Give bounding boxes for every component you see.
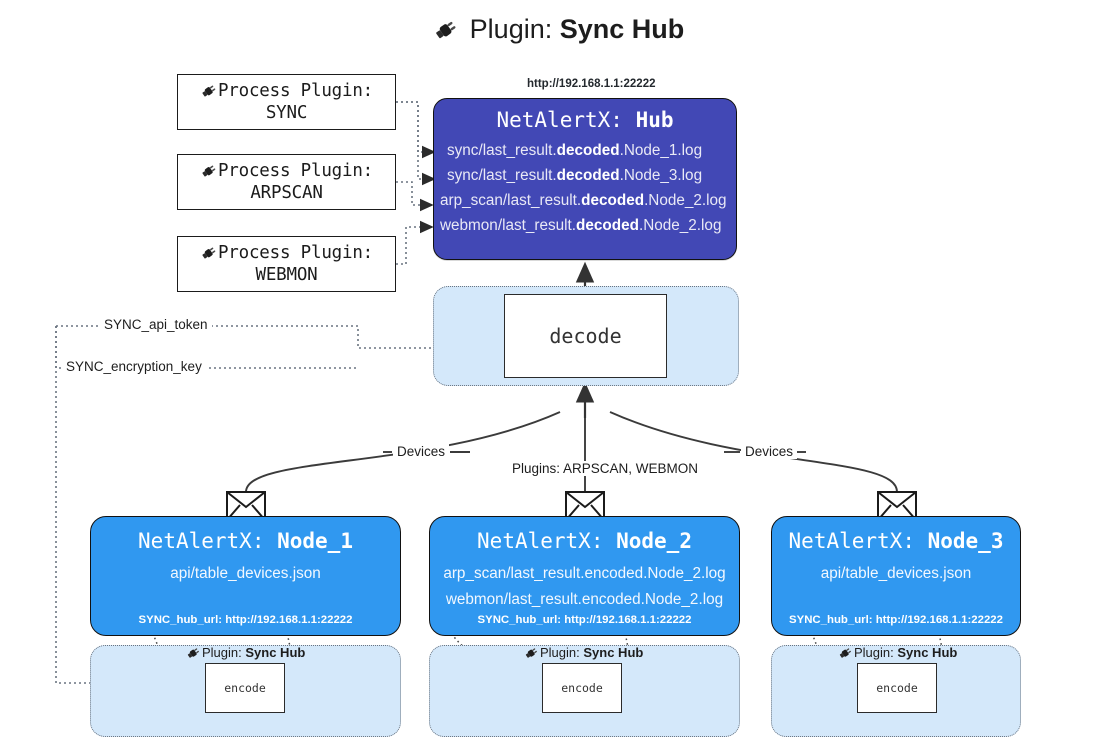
plugin-caption-prefix: Plugin:: [202, 645, 246, 660]
node-line: api/table_devices.json: [820, 565, 972, 582]
plug-icon: [433, 16, 466, 44]
process-plugin-name: SYNC: [265, 103, 308, 123]
log-pre: webmon/last_result.: [440, 216, 577, 234]
log-mid: decoded: [581, 191, 645, 209]
log-pre: sync/last_result.: [447, 166, 557, 184]
node-title: NetAlertX: Node_2: [430, 529, 739, 553]
log-post: .Node_3.log: [619, 166, 703, 184]
log-mid: decoded: [556, 142, 620, 159]
node-title: NetAlertX: Node_3: [772, 529, 1020, 553]
node-footer: SYNC_hub_url: http://192.168.1.1:22222: [789, 614, 1003, 626]
process-plugin-box-arpscan[interactable]: Process Plugin: ARPSCAN: [177, 154, 396, 210]
plug-icon: [524, 646, 539, 660]
process-plugin-name: WEBMON: [255, 265, 318, 285]
plugin-caption-node-3: Plugin: Sync Hub: [838, 645, 957, 660]
envelope-icon: [877, 491, 917, 526]
node-title-name: Node_2: [616, 529, 692, 553]
node-box-node-2[interactable]: NetAlertX: Node_2 arp_scan/last_result.e…: [429, 516, 740, 636]
process-plugin-label: Process Plugin:: [217, 242, 374, 263]
process-plugin-line1: Process Plugin:: [200, 80, 373, 102]
page-title: Plugin: Sync Hub: [0, 14, 1117, 45]
process-plugin-label: Process Plugin:: [217, 80, 374, 101]
node-line: arp_scan/last_result.encoded.Node_2.log: [443, 565, 726, 582]
process-plugin-box-webmon[interactable]: Process Plugin: WEBMON: [177, 236, 396, 292]
log-mid: decoded: [576, 216, 639, 234]
edge-label-devices-left: Devices: [393, 444, 450, 459]
process-plugin-label: Process Plugin:: [217, 160, 374, 181]
hub-box[interactable]: NetAlertX: Hub sync/last_result.decoded.…: [433, 98, 737, 260]
node-title-prefix: NetAlertX:: [138, 529, 278, 553]
plugin-caption-title: Sync Hub: [897, 645, 958, 660]
page-title-name: Sync Hub: [559, 14, 685, 44]
plugin-caption-prefix: Plugin:: [540, 645, 584, 660]
hub-log-line: sync/last_result.decoded.Node_3.log: [434, 164, 736, 189]
log-mid: decoded: [556, 166, 620, 184]
node-footer: SYNC_hub_url: http://192.168.1.1:22222: [477, 614, 692, 626]
plugin-caption-title: Sync Hub: [583, 645, 644, 660]
node-line: api/table_devices.json: [170, 565, 321, 582]
node-title-name: Node_3: [927, 529, 1004, 553]
plugin-caption-title: Sync Hub: [245, 645, 306, 660]
node-box-node-3[interactable]: NetAlertX: Node_3 api/table_devices.json…: [771, 516, 1021, 636]
hub-log-line: arp_scan/last_result.decoded.Node_2.log: [434, 189, 736, 214]
plug-icon: [838, 646, 853, 660]
log-pre: arp_scan/last_result.: [440, 191, 582, 209]
hub-log-line: webmon/last_result.decoded.Node_2.log: [434, 214, 736, 239]
process-plugin-box-sync[interactable]: Process Plugin: SYNC: [177, 74, 396, 130]
node-title-name: Node_1: [277, 529, 353, 553]
edge-label-plugins: Plugins: ARPSCAN, WEBMON: [508, 461, 703, 476]
plug-icon: [200, 243, 218, 262]
encode-box-node-2[interactable]: encode: [542, 663, 622, 713]
hub-log-line: sync/last_result.decoded.Node_1.log: [434, 139, 736, 164]
hub-title-prefix: NetAlertX:: [496, 108, 636, 132]
edge-label-devices-right: Devices: [741, 444, 798, 459]
plugin-caption-node-1: Plugin: Sync Hub: [186, 645, 305, 660]
node-line: webmon/last_result.encoded.Node_2.log: [445, 591, 724, 609]
node-title-prefix: NetAlertX:: [477, 529, 617, 553]
hub-title: NetAlertX: Hub: [434, 108, 736, 132]
log-pre: sync/last_result.: [447, 142, 557, 159]
node-footer: SYNC_hub_url: http://192.168.1.1:22222: [138, 614, 353, 626]
decode-box[interactable]: decode: [504, 294, 667, 378]
page-title-prefix: Plugin:: [469, 14, 560, 44]
hub-url-label: http://192.168.1.1:22222: [527, 78, 656, 90]
node-title-prefix: NetAlertX:: [788, 529, 928, 553]
plug-icon: [186, 646, 201, 660]
hub-title-name: Hub: [635, 108, 674, 132]
encode-box-node-1[interactable]: encode: [205, 663, 285, 713]
plugin-caption-node-2: Plugin: Sync Hub: [524, 645, 643, 660]
process-plugin-name: ARPSCAN: [250, 183, 323, 203]
plug-icon: [200, 81, 218, 100]
node-title: NetAlertX: Node_1: [91, 529, 400, 553]
plug-icon: [200, 161, 218, 180]
log-post: .Node_2.log: [638, 216, 722, 234]
node-box-node-1[interactable]: NetAlertX: Node_1 api/table_devices.json…: [90, 516, 401, 636]
secret-label-api-token: SYNC_api_token: [100, 317, 212, 332]
envelope-icon: [226, 491, 266, 526]
log-post: .Node_2.log: [644, 191, 727, 209]
encode-box-node-3[interactable]: encode: [857, 663, 937, 713]
process-plugin-line1: Process Plugin:: [200, 242, 373, 264]
plugin-caption-prefix: Plugin:: [854, 645, 898, 660]
process-plugin-line1: Process Plugin:: [200, 160, 373, 182]
log-post: .Node_1.log: [619, 142, 703, 159]
secret-label-encryption-key: SYNC_encryption_key: [62, 359, 206, 374]
